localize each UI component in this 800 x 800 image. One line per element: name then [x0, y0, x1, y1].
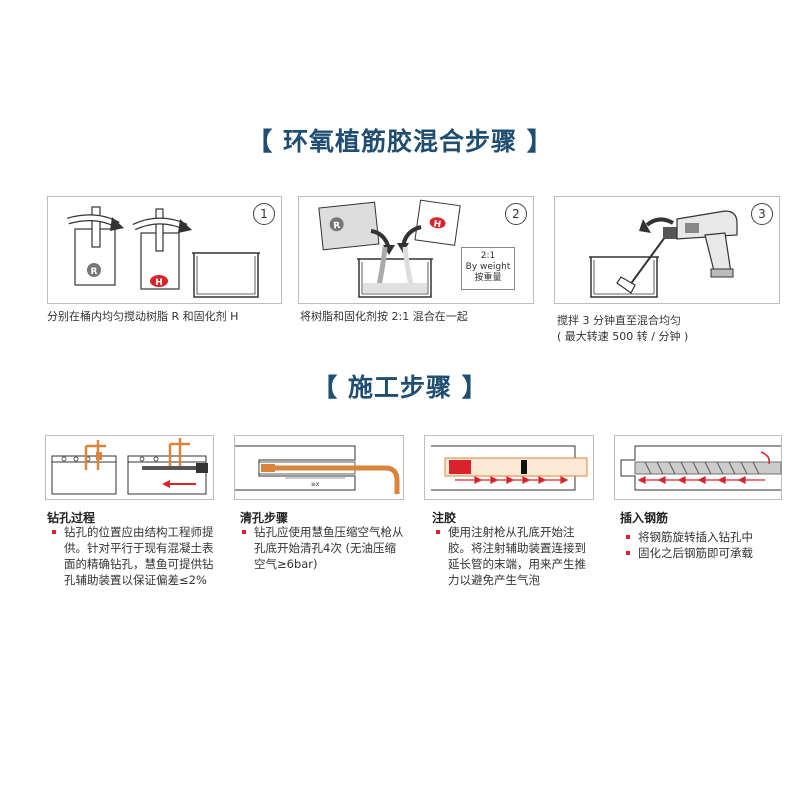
- rebar-panel: [614, 435, 782, 500]
- mixing-step-2-illustration: R H: [318, 199, 461, 298]
- injection-piston: [449, 460, 471, 474]
- hardener-h-badge: [150, 275, 168, 287]
- rotate-arrow-icon: [645, 217, 674, 227]
- mixer-paddle: [626, 236, 666, 290]
- mixer-extension-tube: [444, 457, 588, 477]
- rebar-bullet: 将钢筋旋转插入钻孔中: [624, 529, 794, 545]
- cleaning-bullets: 钻孔应使用慧鱼压缩空气枪从孔底开始清孔4次 (无油压缩空气≥6bar): [240, 524, 406, 572]
- mixing-pot: [193, 253, 259, 298]
- svg-text:R: R: [91, 267, 98, 277]
- mixing-step-1-illustration: R H: [67, 206, 260, 298]
- flow-arrows-icon: [455, 476, 569, 484]
- cleaning-illustration: ≥x: [235, 445, 400, 494]
- ratio-label-box: 2:1 By weight 按重量: [461, 247, 515, 290]
- mixing-pot: [590, 257, 658, 298]
- resin-r-badge: [87, 263, 101, 277]
- mixing-step-2-panel: 2 R H 2:1 By weight 按重量: [298, 196, 534, 304]
- mixing-step-3-illustration: [589, 210, 738, 298]
- rebar-illustration: [620, 445, 782, 491]
- cleaning-title: 清孔步骤: [240, 511, 289, 525]
- stir-stick-h: [155, 208, 164, 252]
- flow-arrows-icon: [637, 476, 765, 484]
- drilling-bullet: 钻孔的位置应由结构工程师提供。针对平行于现有混凝土表面的精确钻孔，慧鱼可提供钻孔…: [50, 524, 216, 588]
- injection-bullet: 使用注射枪从孔底开始注胶。将注射辅助装置连接到延长管的末端，用来产生推力以避免产…: [434, 524, 594, 588]
- svg-text:H: H: [433, 219, 442, 230]
- concrete-block: [51, 455, 117, 495]
- rebar-title: 插入钢筋: [620, 511, 669, 525]
- cleaning-bullet: 钻孔应使用慧鱼压缩空气枪从孔底开始清孔4次 (无油压缩空气≥6bar): [240, 524, 406, 572]
- mixing-step-3-caption-line1: 搅拌 3 分钟直至混合均匀: [557, 314, 681, 327]
- mixing-steps-title: 【 环氧植筋胶混合步骤 】: [247, 127, 553, 156]
- injection-title: 注胶: [432, 511, 457, 525]
- step-number-2: 2: [505, 203, 527, 225]
- svg-text:H: H: [155, 278, 163, 288]
- injection-bullets: 使用注射枪从孔底开始注胶。将注射辅助装置连接到延长管的末端，用来产生推力以避免产…: [434, 524, 594, 588]
- construction-steps-title: 【 施工步骤 】: [312, 373, 488, 402]
- mixing-step-3-panel: 3: [554, 196, 780, 304]
- injection-panel: [424, 435, 594, 500]
- drilling-illustration: [51, 438, 208, 495]
- cleaning-panel: ≥x: [234, 435, 404, 500]
- svg-text:R: R: [333, 221, 341, 232]
- mixing-step-2-caption: 将树脂和固化剂按 2:1 混合在一起: [300, 310, 468, 323]
- step-number-1: 1: [253, 203, 275, 225]
- drilling-panel: [45, 435, 214, 500]
- drill-bit-icon: [196, 463, 208, 473]
- mixing-pot: [358, 259, 432, 298]
- air-gun-nozzle: [263, 465, 400, 494]
- drilling-title: 钻孔过程: [47, 511, 96, 525]
- mixing-step-1-panel: 1 R H: [47, 196, 282, 304]
- mixing-step-1-caption: 分别在桶内均匀搅动树脂 R 和固化剂 H: [47, 310, 239, 323]
- step-number-3: 3: [751, 203, 773, 225]
- mixing-step-3-caption-line2: ( 最大转速 500 转 / 分钟 ): [557, 330, 689, 343]
- resin-card: [318, 201, 380, 251]
- stir-stick-r: [91, 206, 101, 248]
- injection-illustration: [431, 445, 588, 491]
- drill-guide-icon: [168, 438, 190, 468]
- rotate-arrow-icon: [760, 451, 771, 465]
- rebar-bullets: 将钢筋旋转插入钻孔中 固化之后钢筋即可承载: [624, 529, 794, 561]
- svg-text:≥x: ≥x: [311, 481, 320, 488]
- drilling-bullets: 钻孔的位置应由结构工程师提供。针对平行于现有混凝土表面的精确钻孔，慧鱼可提供钻孔…: [50, 524, 216, 588]
- rebar-bullet: 固化之后钢筋即可承载: [624, 545, 794, 561]
- drill-icon: [663, 210, 738, 278]
